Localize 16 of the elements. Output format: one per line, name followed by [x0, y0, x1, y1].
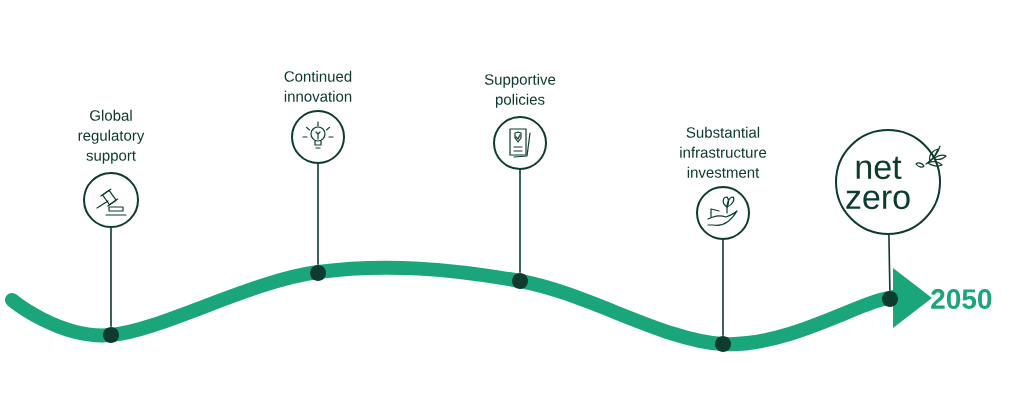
heading: Global regulatory support	[78, 109, 145, 164]
heading: net zero	[846, 156, 910, 210]
timeline-dot	[310, 265, 326, 281]
timeline-dot	[715, 336, 731, 352]
heading: Continued innovation	[284, 70, 352, 102]
stem-line	[722, 239, 724, 337]
stem-line	[519, 169, 521, 274]
timeline-dot	[512, 273, 528, 289]
year-label: 2050	[931, 289, 992, 309]
stem-line	[317, 163, 319, 266]
heading: Supportive policies	[484, 73, 556, 108]
timeline-dot	[103, 327, 119, 343]
stem-line	[888, 234, 891, 292]
timeline-dot	[882, 291, 898, 307]
stem-line	[110, 227, 112, 328]
heading: Substantial infrastructure investment	[680, 126, 767, 178]
